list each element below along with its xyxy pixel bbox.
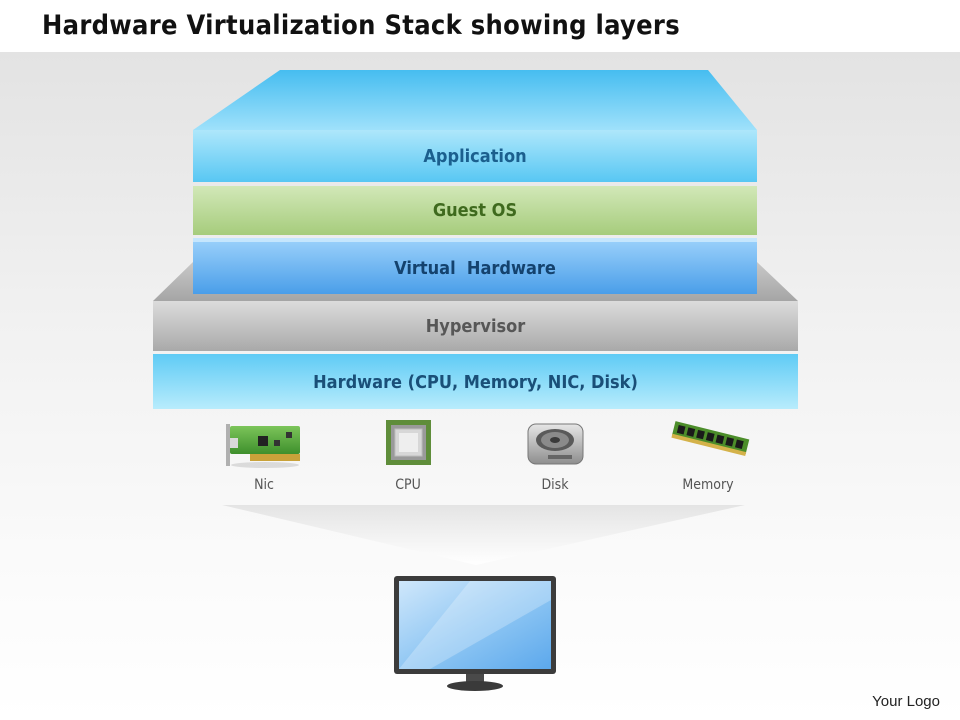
component-label-cpu: CPU	[395, 477, 421, 493]
hard-disk-icon	[527, 423, 584, 465]
layer-label-virtual-hardware: Virtual Hardware	[394, 258, 556, 279]
component-label-nic: Nic	[254, 477, 274, 493]
logo-placeholder: Your Logo	[872, 693, 940, 710]
memory-stick-icon	[671, 421, 750, 456]
monitor-icon	[394, 576, 556, 691]
virtual-hardware-layer	[193, 238, 757, 294]
cpu-chip-icon	[386, 420, 431, 465]
component-label-disk: Disk	[541, 477, 569, 493]
page-title: Hardware Virtualization Stack showing la…	[42, 10, 680, 41]
layer-label-hypervisor: Hypervisor	[425, 316, 526, 337]
nic-card-icon	[226, 424, 300, 468]
projection-beam	[222, 505, 745, 565]
hardware-layer	[153, 354, 798, 409]
layer-label-guest-os: Guest OS	[432, 200, 518, 221]
layer-label-application: Application	[423, 146, 527, 167]
layer-label-hardware: Hardware (CPU, Memory, NIC, Disk)	[313, 372, 638, 393]
application-layer	[193, 70, 757, 182]
component-label-memory: Memory	[682, 477, 734, 493]
guest-os-layer	[193, 186, 757, 235]
